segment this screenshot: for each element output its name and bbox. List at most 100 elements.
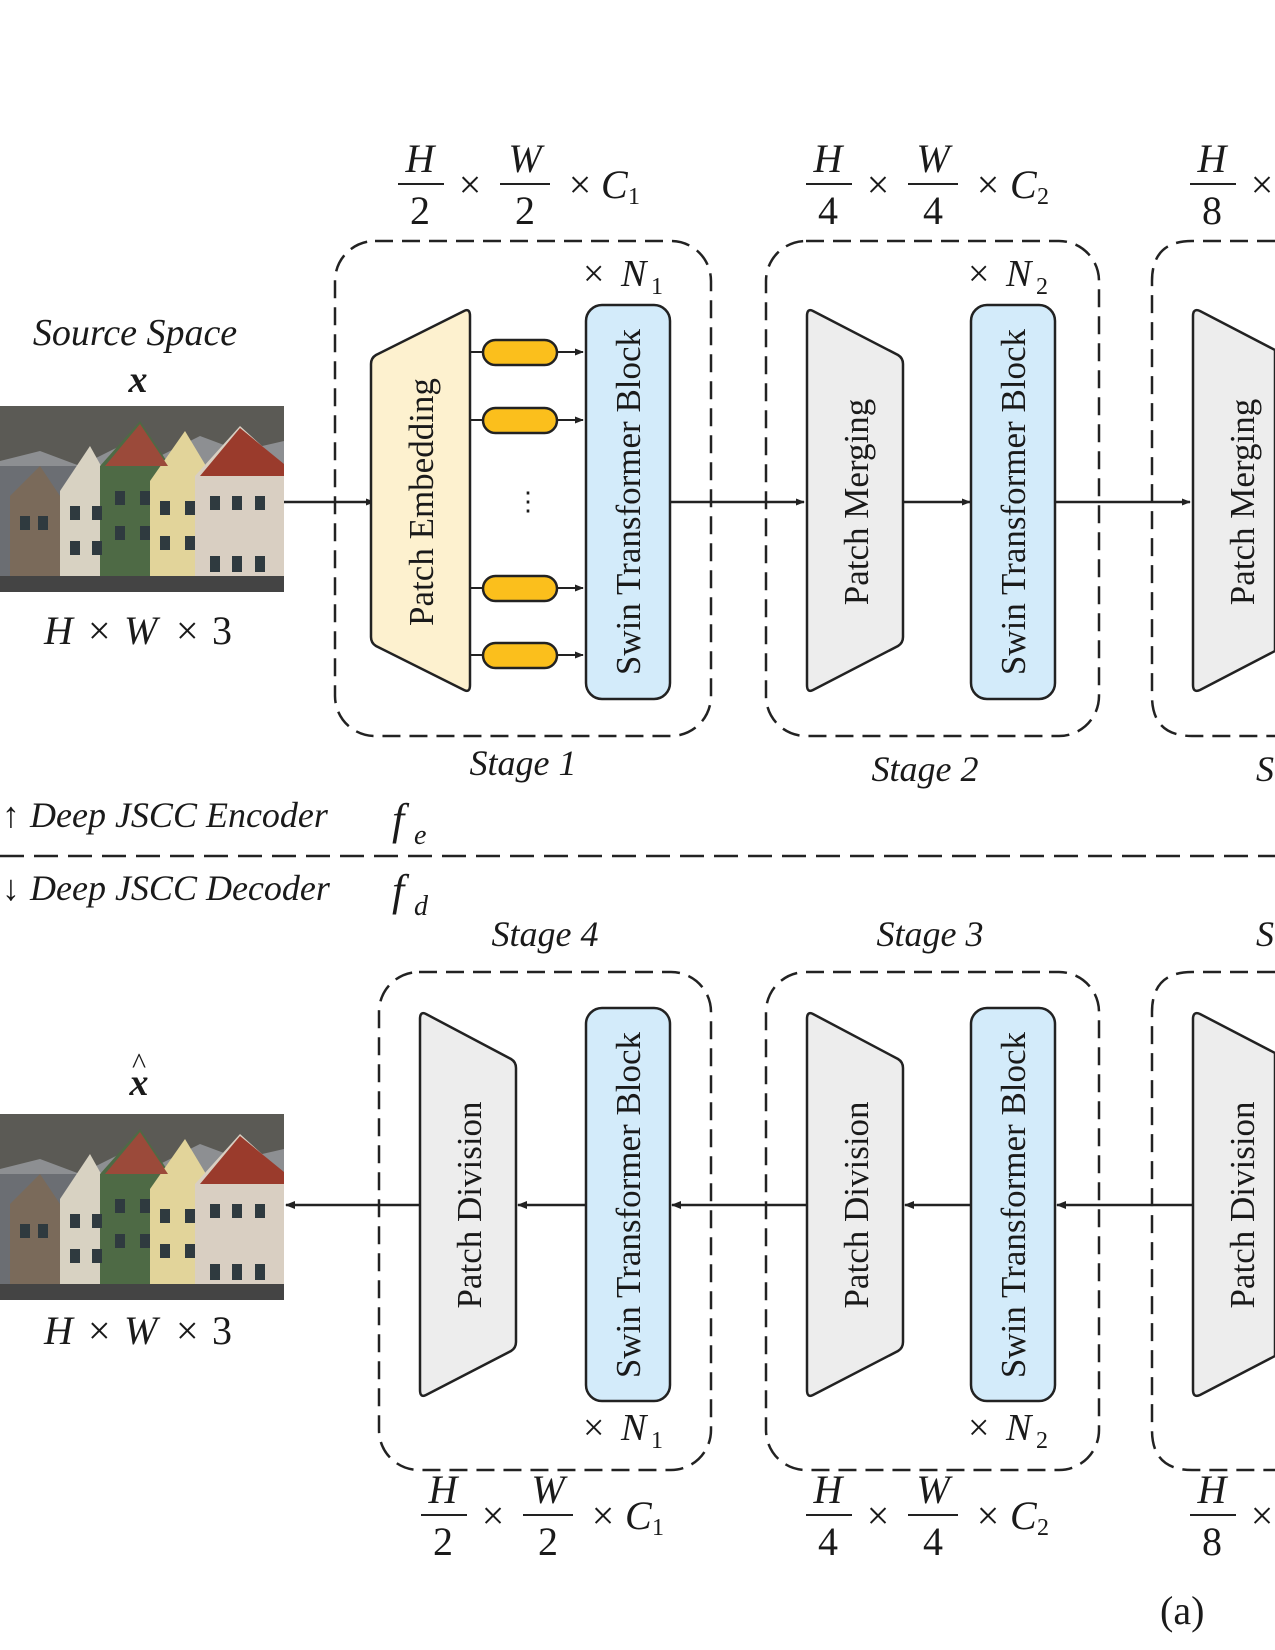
svg-text:×: × [583, 1407, 604, 1449]
svg-text:W: W [508, 136, 545, 181]
svg-text:×: × [176, 608, 199, 653]
dec-stage-3-box [764, 970, 1101, 1472]
dec-patch-division-block-4 [418, 1011, 518, 1398]
enc-stage-1-dim: H 2 × W 2 × C 1 [398, 136, 640, 233]
svg-text:×: × [583, 253, 604, 295]
enc-stage-2-label: Stage 2 [872, 749, 979, 789]
enc-stage-3-dim: H 8 × [1190, 136, 1273, 233]
svg-text:N: N [1005, 253, 1034, 295]
panel-label: (a) [1160, 1588, 1204, 1633]
dec-swin-label-4: Swin Transformer Block [609, 1031, 648, 1378]
enc-patch-merging-label-3: Patch Merging [1223, 399, 1262, 605]
dec-stage-3-repeat: × N 2 [968, 1407, 1048, 1454]
enc-swin-label-1: Swin Transformer Block [609, 328, 648, 675]
svg-text:1: 1 [651, 274, 663, 300]
svg-text:Deep JSCC Decoder: Deep JSCC Decoder [29, 868, 331, 908]
svg-text:H: H [1197, 1467, 1229, 1512]
svg-text:W: W [531, 1467, 568, 1512]
svg-text:×: × [482, 1493, 505, 1538]
svg-text:x: x [129, 1062, 149, 1104]
svg-text:2: 2 [538, 1519, 558, 1564]
token [481, 574, 559, 603]
enc-stage-2-box [764, 239, 1101, 738]
svg-text:H: H [813, 136, 845, 181]
svg-text:C: C [601, 162, 629, 207]
dec-patch-division-label-3: Patch Division [837, 1101, 876, 1308]
svg-text:f: f [392, 866, 410, 915]
svg-text:×: × [977, 162, 1000, 207]
dec-stage-2-box [1150, 970, 1275, 1472]
svg-text:×: × [968, 253, 989, 295]
source-dims: H × W × 3 [43, 608, 232, 653]
enc-swin-label-2: Swin Transformer Block [994, 328, 1033, 675]
svg-text:N: N [620, 1407, 649, 1449]
dec-stage-3-label: Stage 3 [877, 914, 984, 954]
recon-dims: H × W × 3 [43, 1308, 232, 1353]
dec-patch-division-block-2 [1191, 1011, 1275, 1398]
svg-text:4: 4 [923, 188, 943, 233]
svg-text:C: C [1010, 1493, 1038, 1538]
enc-stage-3-label: S [1256, 749, 1274, 789]
svg-text:↑: ↑ [2, 795, 20, 835]
svg-text:×: × [867, 162, 890, 207]
dec-stage-4-box [377, 970, 713, 1472]
svg-text:×: × [569, 162, 592, 207]
svg-text:×: × [1251, 162, 1274, 207]
svg-text:×: × [867, 1493, 890, 1538]
svg-text:3: 3 [212, 1308, 232, 1353]
patch-embedding-label: Patch Embedding [402, 378, 441, 626]
dec-stage-3-dim: H 4 × W 4 × C 2 [806, 1467, 1049, 1564]
enc-stage-2-repeat: × N 2 [968, 253, 1048, 300]
svg-text:×: × [968, 1407, 989, 1449]
svg-text:N: N [620, 253, 649, 295]
svg-text:2: 2 [1037, 184, 1049, 210]
svg-text:2: 2 [515, 188, 535, 233]
dec-stage-4-label: Stage 4 [492, 914, 599, 954]
svg-text:W: W [916, 1467, 953, 1512]
svg-text:×: × [88, 608, 111, 653]
svg-text:f: f [392, 795, 410, 844]
svg-text:H: H [1197, 136, 1229, 181]
svg-text:W: W [124, 1308, 161, 1353]
svg-text:W: W [916, 136, 953, 181]
svg-text:×: × [977, 1493, 1000, 1538]
svg-text:Deep JSCC Encoder: Deep JSCC Encoder [29, 795, 329, 835]
dec-stage-2-dim: H 8 × [1190, 1467, 1273, 1564]
svg-text:d: d [414, 891, 429, 922]
svg-text:2: 2 [410, 188, 430, 233]
dec-patch-division-label-4: Patch Division [450, 1101, 489, 1308]
svg-text:↓: ↓ [2, 868, 20, 908]
svg-text:×: × [176, 1308, 199, 1353]
svg-text:1: 1 [652, 1515, 664, 1541]
svg-text:H: H [428, 1467, 460, 1512]
token [481, 338, 559, 367]
patch-embedding-block [369, 308, 472, 693]
enc-patch-merging-label-2: Patch Merging [837, 399, 876, 605]
svg-text:H: H [43, 608, 75, 653]
enc-patch-merging-block-3 [1191, 308, 1275, 693]
dec-patch-division-label-2: Patch Division [1223, 1101, 1262, 1308]
svg-text:4: 4 [923, 1519, 943, 1564]
recon-image [0, 1114, 284, 1300]
dec-stage-4-repeat: × N 1 [583, 1407, 663, 1454]
source-symbol: x [128, 359, 148, 401]
token-ellipsis: ⋮ [515, 487, 541, 516]
recon-symbol: x ^ [129, 1047, 149, 1104]
source-image [0, 406, 284, 592]
svg-text:W: W [124, 608, 161, 653]
svg-text:H: H [813, 1467, 845, 1512]
svg-text:2: 2 [433, 1519, 453, 1564]
svg-text:8: 8 [1202, 188, 1222, 233]
encoder-caption: ↑ Deep JSCC Encoder f e [2, 795, 426, 851]
svg-text:4: 4 [818, 1519, 838, 1564]
decoder-caption: ↓ Deep JSCC Decoder f d [2, 866, 429, 922]
svg-text:C: C [625, 1493, 653, 1538]
svg-text:2: 2 [1037, 1515, 1049, 1541]
svg-text:1: 1 [628, 184, 640, 210]
dec-patch-division-block-3 [805, 1011, 905, 1398]
svg-text:^: ^ [132, 1047, 146, 1080]
svg-text:N: N [1005, 1407, 1034, 1449]
dec-stage-2-label: S [1256, 914, 1274, 954]
svg-text:e: e [414, 820, 426, 851]
